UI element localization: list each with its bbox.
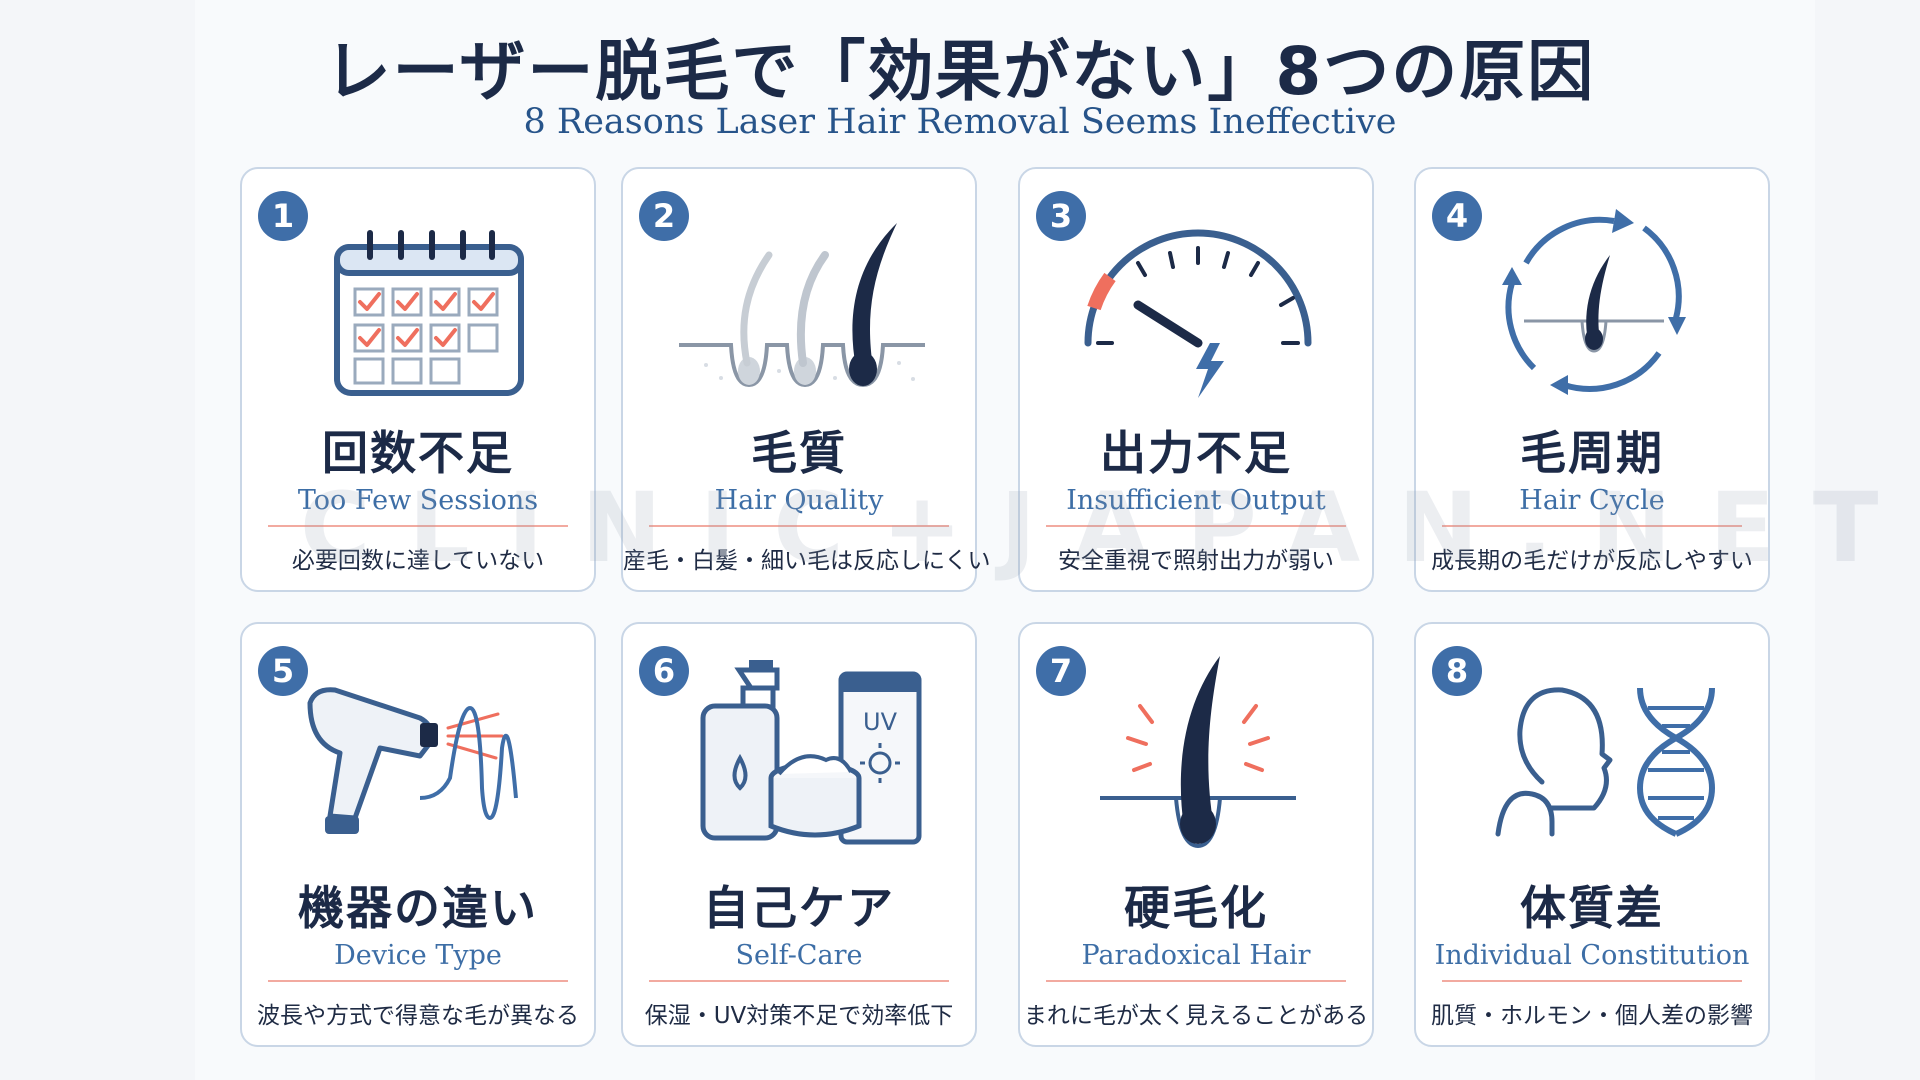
reason-title-jp: 毛周期 [1520,426,1664,480]
reason-title-en: Paradoxical Hair [1081,940,1311,971]
divider [1442,525,1742,527]
page-title: レーザー脱毛で「効果がない」8つの原因 [324,33,1596,110]
divider [649,980,949,982]
number-badge: 6 [639,646,689,696]
number-badge: 2 [639,191,689,241]
reason-title-jp: 自己ケア [703,881,895,935]
skincare-products-icon: UV [651,648,951,868]
reason-card-4: 4 毛周期 Hair Cycle 成長期の毛だけが反応しやすい [1414,167,1770,592]
reason-title-jp: 毛質 [751,426,847,480]
reason-card-2: 2 毛質 Hair Quality 産毛・白髪・細い毛は反応しにくい [621,167,991,592]
reason-title-en: Too Few Sessions [297,485,539,516]
reason-title-en: Self-Care [735,940,863,971]
reason-card-6: 6 UV 自己ケア Self-Care 保湿・UV対策不足で効率低下 [621,622,977,1047]
reason-title-jp: 体質差 [1520,881,1664,935]
reason-title-en: Individual Constitution [1434,940,1750,971]
divider [1442,980,1742,982]
reason-description: 肌質・ホルモン・個人差の影響 [1431,1003,1753,1029]
reason-description: 必要回数に達していない [291,548,545,574]
reason-description: 成長期の毛だけが反応しやすい [1431,548,1753,574]
uv-label: UV [863,708,898,736]
reason-card-1: 1 回数不足 [240,167,596,592]
calendar-checklist-icon [270,193,570,413]
reason-description: 安全重視で照射出力が弱い [1058,548,1334,574]
hair-cycle-icon [1444,193,1744,413]
reason-description: 保湿・UV対策不足で効率低下 [644,1003,954,1029]
reason-title-jp: 出力不足 [1100,426,1292,480]
reason-description: 波長や方式で得意な毛が異なる [257,1003,579,1029]
divider [649,525,949,527]
reason-description: 産毛・白髪・細い毛は反応しにくい [623,548,991,574]
divider [1046,525,1346,527]
reason-description: まれに毛が太く見えることがある [1023,1003,1369,1029]
reason-title-en: Insufficient Output [1066,485,1326,516]
reason-title-jp: 硬毛化 [1124,881,1268,935]
number-badge: 7 [1036,646,1086,696]
reason-card-8: 8 体質差 Individual Constitution 肌質・ホルモン・個人… [1414,622,1770,1047]
number-badge: 3 [1036,191,1086,241]
divider [268,980,568,982]
laser-device-icon [270,648,570,868]
person-dna-icon [1444,648,1744,868]
number-badge: 4 [1432,191,1482,241]
reason-card-7: 7 硬毛化 Paradoxical Hair まれに毛が太く見えることがある [1018,622,1374,1047]
divider [1046,980,1346,982]
reason-title-en: Device Type [334,940,502,971]
reason-title-en: Hair Cycle [1519,485,1665,516]
number-badge: 5 [258,646,308,696]
number-badge: 1 [258,191,308,241]
divider [268,525,568,527]
page-subtitle: 8 Reasons Laser Hair Removal Seems Ineff… [523,102,1397,142]
reason-title-jp: 回数不足 [322,426,514,480]
reason-card-3: 3 出力不足 Insufficient Output 安全重視で照射出力が弱い [1018,167,1374,592]
hair-follicles-icon [651,193,951,413]
thick-hair-icon [1048,648,1348,868]
number-badge: 8 [1432,646,1482,696]
reason-title-jp: 機器の違い [298,881,538,935]
reason-card-5: 5 機器の違い Device Type 波長や方式で得意な毛が異なる [240,622,596,1047]
reason-title-en: Hair Quality [714,485,884,516]
power-gauge-icon [1048,193,1348,413]
